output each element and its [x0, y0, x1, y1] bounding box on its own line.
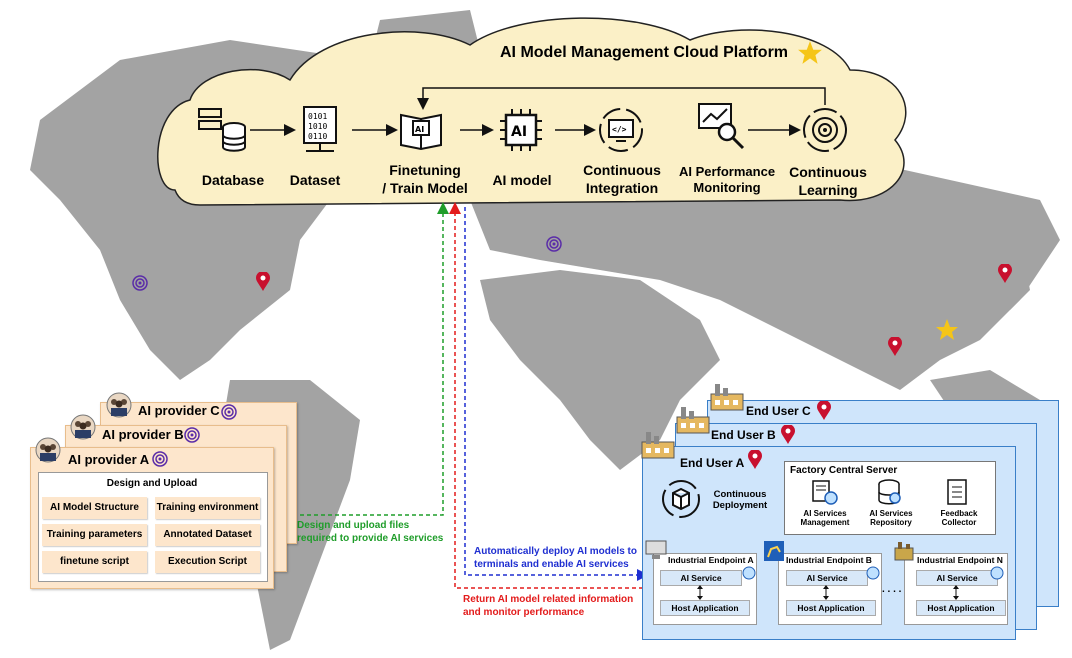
provider-item: Training parameters [42, 524, 147, 546]
location-pin-icon [256, 272, 270, 291]
services-management-label: AI Services Management [800, 509, 850, 528]
monitoring-icon [698, 103, 745, 150]
step-label-database: Database [201, 172, 265, 188]
svg-text:0110: 0110 [308, 132, 327, 141]
endpoint-name-n: Industrial Endpoint N [917, 555, 1003, 565]
services-management-icon [812, 480, 838, 505]
step-label-integration: Continuous Integration [583, 162, 661, 196]
target-marker-icon [152, 451, 168, 467]
dataset-icon: 0101 1010 0110 [303, 106, 337, 152]
provider-name-a: AI provider A [68, 452, 150, 467]
endpoint-name-a: Industrial Endpoint A [668, 555, 754, 565]
provider-item: Execution Script [155, 551, 260, 573]
japan-landmass [1000, 240, 1030, 310]
step-label-train-model: Finetuning / Train Model [382, 162, 468, 196]
green-flow-line [272, 202, 449, 516]
endpoint-name-b: Industrial Endpoint B [786, 555, 872, 565]
step-label-dataset: Dataset [289, 172, 341, 188]
svg-text:0101: 0101 [308, 112, 327, 121]
end-user-name-a: End User A [680, 456, 745, 470]
bidirectional-arrow-icon [953, 585, 959, 600]
services-repository-icon [878, 479, 901, 505]
blue-flow-line [464, 207, 649, 581]
svg-text:1010: 1010 [308, 122, 327, 131]
train-model-icon: AI [400, 113, 442, 151]
host-app-a: Host Application [660, 600, 750, 616]
step-label-monitoring: AI Performance Monitoring [678, 164, 776, 196]
target-marker-icon [184, 427, 200, 443]
location-pin-icon [888, 337, 902, 356]
computer-icon [645, 540, 667, 559]
location-pin-icon [817, 401, 831, 420]
cloud-title: AI Model Management Cloud Platform [500, 44, 789, 61]
target-marker-icon [132, 275, 148, 291]
ai-chip-icon: AI [500, 109, 542, 151]
provider-name-c: AI provider C [138, 403, 220, 418]
people-icon [70, 414, 96, 440]
step-label-ai-model: AI model [492, 172, 552, 188]
people-icon [106, 392, 132, 418]
bidirectional-arrow-icon [823, 585, 829, 600]
svg-text:</>: </> [612, 125, 627, 134]
deployment-icon [662, 480, 700, 518]
blue-flow-label: Automatically deploy AI models to termin… [474, 546, 637, 570]
ai-service-n: AI Service [916, 570, 998, 586]
end-user-name-c: End User C [746, 404, 811, 418]
green-flow-label: Design and upload files required to prov… [297, 520, 444, 544]
bidirectional-arrow-icon [697, 585, 703, 600]
ai-badge-icon [866, 566, 880, 580]
ai-badge-icon [742, 566, 756, 580]
step-label-learning: Continuous Learning [789, 164, 867, 198]
provider-item: Annotated Dataset [155, 524, 260, 546]
integration-icon: </> [599, 108, 643, 152]
factory-icon [641, 432, 675, 459]
ai-service-b: AI Service [786, 570, 868, 586]
learning-icon [803, 108, 847, 152]
star-icon [798, 41, 822, 64]
feedback-collector-label: Feedback Collector [940, 509, 978, 528]
services-repository-label: AI Services Repository [869, 509, 913, 528]
host-app-b: Host Application [786, 600, 876, 616]
svg-text:AI: AI [511, 124, 527, 140]
host-app-n: Host Application [916, 600, 1006, 616]
provider-name-b: AI provider B [102, 427, 184, 442]
cloud-shape [157, 17, 907, 206]
africa-landmass [480, 270, 720, 470]
location-pin-icon [998, 264, 1012, 283]
endpoint-ellipsis: . . . . [882, 584, 902, 595]
factory-icon [710, 384, 744, 411]
factory-icon [676, 407, 710, 434]
provider-item: finetune script [42, 551, 147, 573]
red-flow-line [449, 202, 643, 589]
ai-badge-icon [990, 566, 1004, 580]
ai-service-a: AI Service [660, 570, 742, 586]
svg-text:AI: AI [415, 125, 424, 134]
robot-arm-icon [764, 541, 784, 561]
star-icon [936, 319, 958, 340]
feedback-collector-icon [947, 479, 967, 505]
provider-item: AI Model Structure [42, 497, 147, 519]
end-user-name-b: End User B [711, 428, 776, 442]
people-icon [35, 437, 61, 463]
location-pin-icon [781, 425, 795, 444]
provider-item: Training environment [155, 497, 260, 519]
location-pin-icon [748, 450, 762, 469]
red-flow-label: Return AI model related information and … [463, 594, 634, 618]
factory-server-title: Factory Central Server [790, 465, 898, 476]
machine-icon [894, 542, 914, 561]
target-marker-icon [221, 404, 237, 420]
eurasia-landmass [470, 140, 1060, 390]
target-marker-icon [546, 236, 562, 252]
design-upload-title: Design and Upload [106, 478, 198, 489]
deployment-label: Continuous Deployment [712, 489, 768, 511]
database-icon [198, 108, 246, 152]
